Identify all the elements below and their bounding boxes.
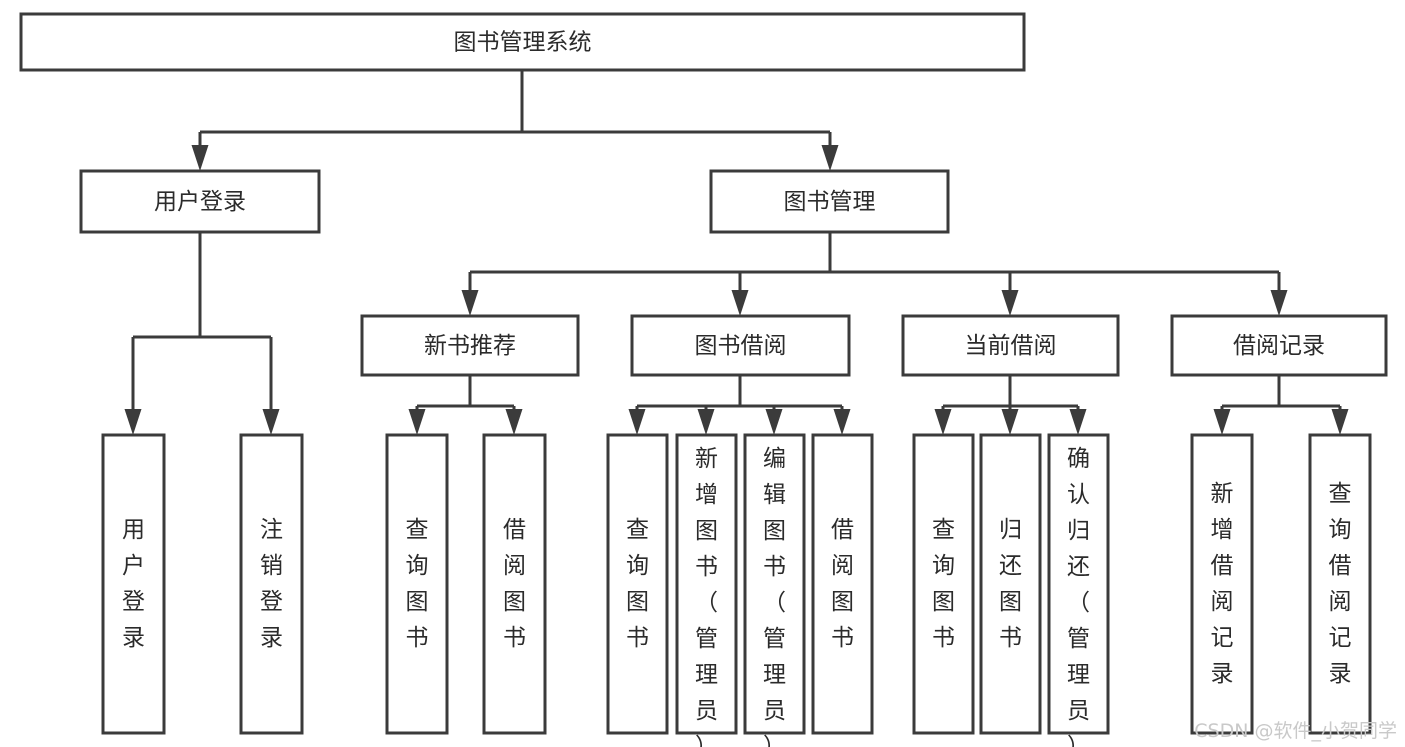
node-borrow-record[interactable]: 借阅记录: [1170, 314, 1388, 377]
node-label-leaf-user-login: 用户登录: [122, 517, 145, 651]
node-leaf-query-book-recommend[interactable]: 查询图书: [385, 433, 449, 735]
node-book-borrow[interactable]: 图书借阅: [630, 314, 851, 377]
connector-current-to-leaves: [934, 375, 1087, 435]
node-label-leaf-logout-login: 注销登录: [260, 517, 283, 651]
node-box-borrow-record: [1170, 314, 1388, 377]
node-label-leaf-add-book-admin: 新增图书（管理员）: [695, 446, 718, 747]
nodes-layer: 图书管理系统用户登录图书管理新书推荐图书借阅当前借阅借阅记录用户登录注销登录查询…: [19, 12, 1388, 747]
node-label-user-login: 用户登录: [154, 189, 246, 215]
node-current-borrow[interactable]: 当前借阅: [901, 314, 1120, 377]
node-leaf-query-borrow-record[interactable]: 查询借阅记录: [1308, 433, 1372, 735]
connector-userlogin-to-leaves: [124, 232, 280, 435]
node-book-management[interactable]: 图书管理: [709, 169, 950, 234]
connector-root-to-level1: [191, 70, 839, 171]
node-box-book-management: [709, 169, 950, 234]
node-label-leaf-query-book-recommend: 查询图书: [406, 517, 429, 651]
node-box-leaf-query-borrow-record: [1308, 433, 1372, 735]
node-label-book-borrow: 图书借阅: [695, 333, 787, 359]
connector-recommend-to-leaves: [408, 375, 523, 435]
node-box-leaf-borrow-book-recommend: [482, 433, 547, 735]
node-leaf-add-book-admin[interactable]: 新增图书（管理员）: [675, 433, 738, 747]
node-box-new-book-recommend: [360, 314, 580, 377]
node-box-leaf-user-login: [101, 433, 166, 735]
node-label-new-book-recommend: 新书推荐: [424, 333, 516, 359]
node-leaf-confirm-return-admin[interactable]: 确认归还（管理员）: [1047, 433, 1110, 747]
connector-record-to-leaves: [1213, 375, 1349, 435]
node-label-current-borrow: 当前借阅: [965, 333, 1057, 359]
watermark-text: CSDN @软件_小贺同学: [1194, 720, 1397, 742]
node-box-book-borrow: [630, 314, 851, 377]
node-label-leaf-borrow-book: 借阅图书: [831, 517, 854, 651]
node-leaf-user-login[interactable]: 用户登录: [101, 433, 166, 735]
node-leaf-query-book-current[interactable]: 查询图书: [912, 433, 975, 735]
node-label-leaf-query-book-current: 查询图书: [932, 517, 955, 651]
node-label-leaf-edit-book-admin: 编辑图书（管理员）: [763, 446, 786, 747]
node-box-leaf-add-borrow-record: [1190, 433, 1254, 735]
node-box-leaf-query-book-current: [912, 433, 975, 735]
node-box-leaf-edit-book-admin: [743, 433, 806, 735]
node-leaf-borrow-book[interactable]: 借阅图书: [811, 433, 874, 735]
node-box-user-login: [79, 169, 321, 234]
node-label-leaf-borrow-book-recommend: 借阅图书: [503, 517, 526, 651]
node-label-leaf-query-book-borrow: 查询图书: [626, 517, 649, 651]
node-label-root: 图书管理系统: [454, 30, 592, 56]
node-box-leaf-query-book-borrow: [606, 433, 669, 735]
node-leaf-query-book-borrow[interactable]: 查询图书: [606, 433, 669, 735]
connector-bookmgmt-to-level2: [461, 232, 1288, 316]
node-box-leaf-logout-login: [239, 433, 304, 735]
node-label-book-management: 图书管理: [784, 189, 876, 215]
node-label-borrow-record: 借阅记录: [1233, 333, 1325, 359]
node-root[interactable]: 图书管理系统: [19, 12, 1026, 72]
node-box-leaf-return-book: [979, 433, 1042, 735]
node-new-book-recommend[interactable]: 新书推荐: [360, 314, 580, 377]
node-label-leaf-return-book: 归还图书: [999, 517, 1022, 651]
node-box-current-borrow: [901, 314, 1120, 377]
node-leaf-add-borrow-record[interactable]: 新增借阅记录: [1190, 433, 1254, 735]
node-box-leaf-add-book-admin: [675, 433, 738, 735]
node-leaf-borrow-book-recommend[interactable]: 借阅图书: [482, 433, 547, 735]
node-label-leaf-add-borrow-record: 新增借阅记录: [1211, 481, 1234, 687]
node-box-leaf-confirm-return-admin: [1047, 433, 1110, 735]
connectors-layer: [124, 70, 1349, 435]
node-box-leaf-query-book-recommend: [385, 433, 449, 735]
node-box-leaf-borrow-book: [811, 433, 874, 735]
connector-borrow-to-leaves: [628, 375, 851, 435]
node-box-root: [19, 12, 1026, 72]
node-label-leaf-confirm-return-admin: 确认归还（管理员）: [1067, 446, 1090, 747]
node-leaf-edit-book-admin[interactable]: 编辑图书（管理员）: [743, 433, 806, 747]
node-label-leaf-query-borrow-record: 查询借阅记录: [1329, 481, 1352, 687]
node-user-login[interactable]: 用户登录: [79, 169, 321, 234]
node-leaf-return-book[interactable]: 归还图书: [979, 433, 1042, 735]
node-leaf-logout-login[interactable]: 注销登录: [239, 433, 304, 735]
